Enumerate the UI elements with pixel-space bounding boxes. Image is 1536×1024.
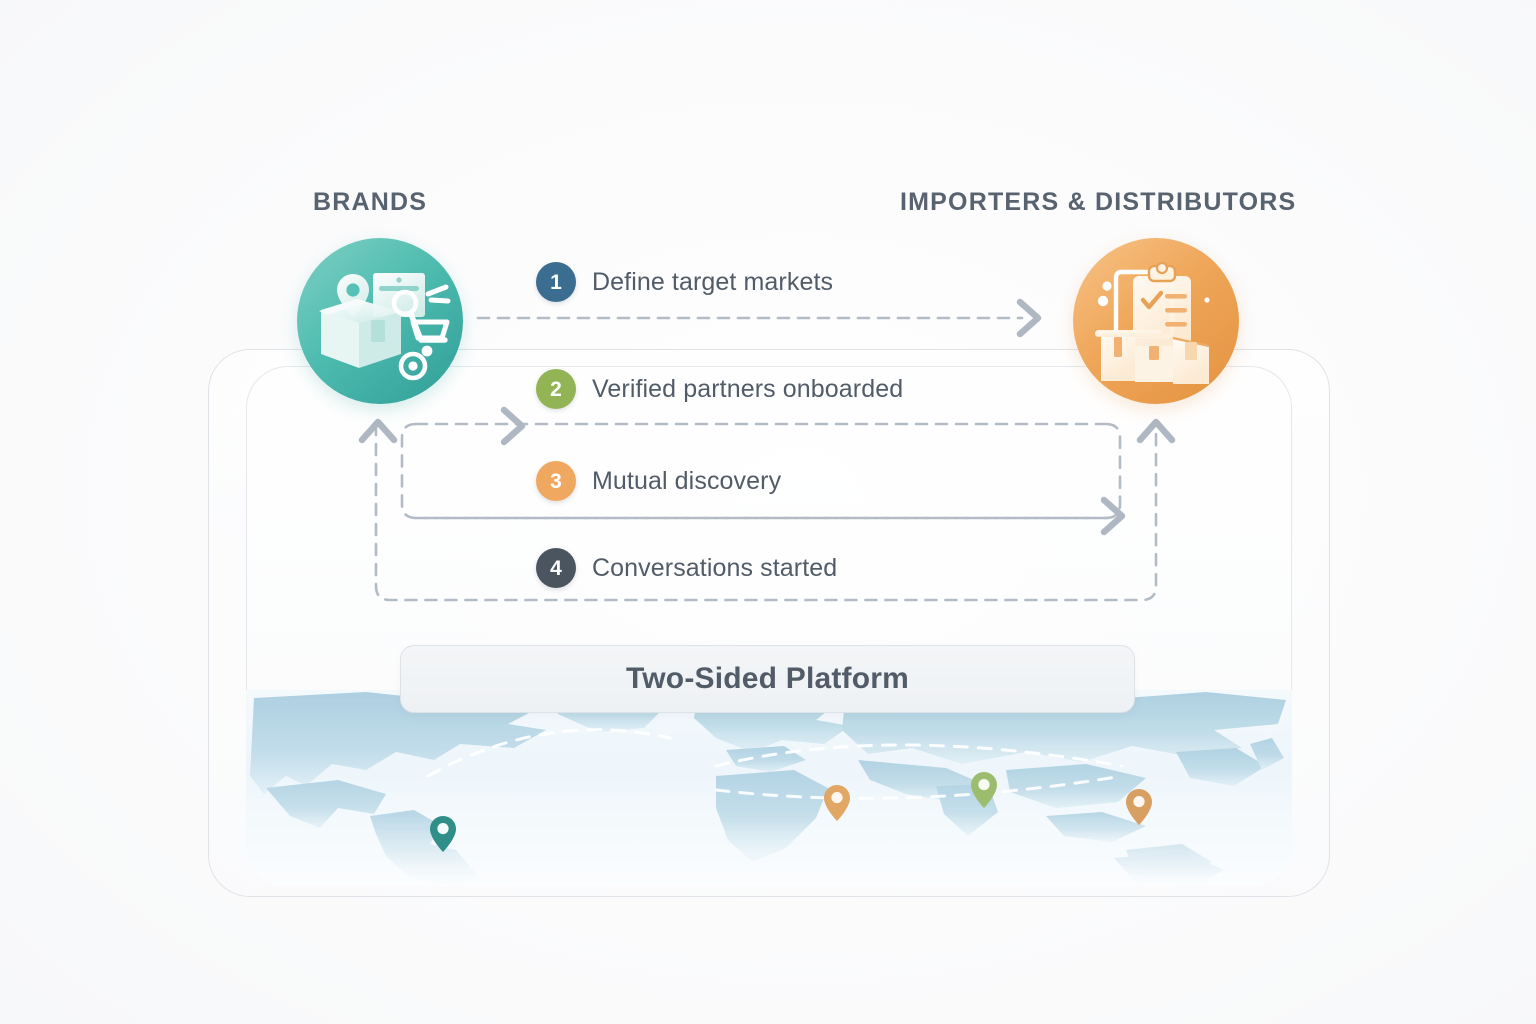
step-badge-3: 3	[536, 461, 576, 501]
step-badge-1: 1	[536, 262, 576, 302]
step-label-1: Define target markets	[592, 267, 834, 296]
step-badge-4: 4	[536, 548, 576, 588]
step-item-4[interactable]: 4 Conversations started	[536, 548, 837, 588]
step-item-3[interactable]: 3 Mutual discovery	[536, 461, 781, 501]
location-pin-icon	[1126, 789, 1152, 825]
map-pin-east-asia[interactable]	[1126, 789, 1152, 830]
column-title-brands: BRANDS	[313, 188, 428, 216]
map-pin-central-asia[interactable]	[971, 772, 997, 813]
world-map-panel	[246, 690, 1292, 886]
importers-persona-badge[interactable]	[1073, 238, 1239, 404]
brands-package-icon	[319, 273, 451, 381]
location-pin-icon	[824, 785, 850, 821]
step-item-2[interactable]: 2 Verified partners onboarded	[536, 369, 903, 409]
map-pin-europe[interactable]	[824, 785, 850, 826]
location-pin-icon	[971, 772, 997, 808]
trade-route-arcs	[426, 728, 1124, 800]
step-label-4: Conversations started	[592, 553, 838, 582]
column-title-importers: IMPORTERS & DISTRIBUTORS	[900, 188, 1297, 216]
platform-banner[interactable]: Two-Sided Platform	[400, 645, 1135, 713]
importers-clipboard-icon	[1095, 261, 1210, 384]
step-label-2: Verified partners onboarded	[592, 374, 904, 403]
world-map-graphic	[250, 690, 1286, 886]
map-pin-north-america[interactable]	[430, 816, 456, 857]
location-pin-icon	[430, 816, 456, 852]
platform-banner-label: Two-Sided Platform	[625, 662, 910, 695]
brands-persona-badge[interactable]	[297, 238, 463, 404]
arrow-head-step1	[1016, 298, 1042, 338]
step-item-1[interactable]: 1 Define target markets	[536, 262, 833, 302]
step-badge-2: 2	[536, 369, 576, 409]
step-label-3: Mutual discovery	[592, 466, 782, 495]
